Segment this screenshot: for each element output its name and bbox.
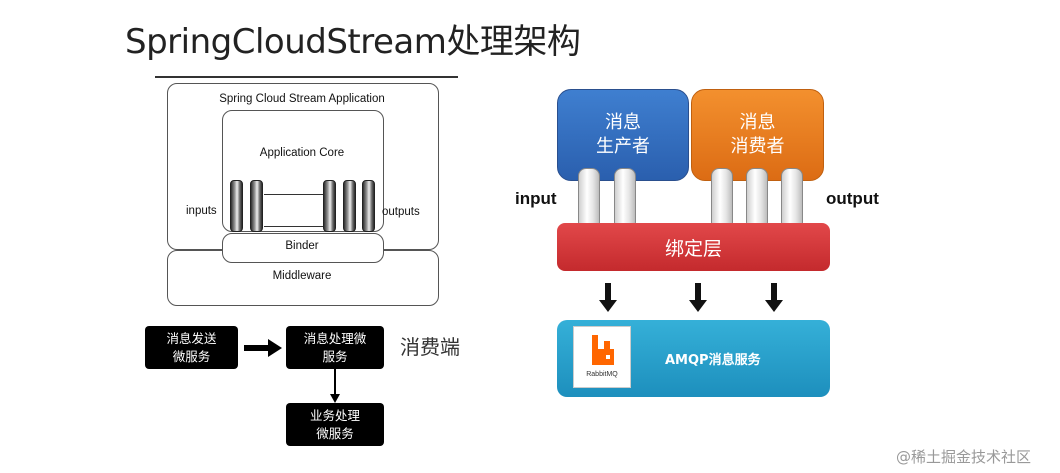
output-channel-cylinder	[343, 180, 356, 232]
pipe-line-top	[264, 194, 324, 195]
input-channel-cylinder	[250, 180, 263, 232]
right-arrow-icon	[244, 339, 282, 357]
consumer-line1: 消息	[739, 112, 776, 133]
input-channel-cylinder	[230, 180, 243, 232]
send-line2: 微服务	[172, 348, 211, 364]
rabbitmq-logo-text: RabbitMQ	[586, 371, 618, 378]
rabbitmq-logo	[573, 326, 631, 388]
producer-line1: 消息	[605, 112, 641, 133]
process-line2: 服务	[322, 348, 348, 364]
output-label: output	[826, 189, 879, 208]
binder-label: Binder	[285, 240, 319, 252]
amqp-service-label: AMQP消息服务	[665, 353, 761, 368]
watermark: @稀土掘金技术社区	[896, 448, 1032, 466]
producer-box: 消息 生产者	[557, 89, 689, 181]
binder-box	[222, 233, 384, 263]
application-core-label: Application Core	[259, 147, 345, 159]
middleware-label: Middleware	[272, 270, 332, 282]
inputs-label: inputs	[186, 205, 217, 217]
application-label: Spring Cloud Stream Application	[219, 93, 385, 105]
process-microservice-box: 消息处理微 服务	[286, 326, 384, 369]
down-arrow-icon	[599, 283, 617, 312]
consumer-end-label: 消费端	[400, 335, 460, 359]
binding-layer-box: 绑定层	[557, 223, 830, 271]
rabbitmq-icon	[592, 335, 614, 365]
pipe-line-bottom	[264, 226, 324, 227]
input-channel-cylinder	[578, 168, 600, 230]
application-core-box	[222, 110, 384, 232]
business-microservice-box: 业务处理 微服务	[286, 403, 384, 446]
page-title: SpringCloudStream处理架构	[125, 22, 581, 62]
producer-line2: 生产者	[596, 136, 650, 157]
consumer-line2: 消费者	[730, 136, 785, 157]
outputs-label: outputs	[382, 206, 420, 218]
output-channel-cylinder	[323, 180, 336, 232]
title-underline	[155, 76, 458, 78]
send-microservice-box: 消息发送 微服务	[145, 326, 238, 369]
output-channel-cylinder	[746, 168, 768, 230]
process-line1: 消息处理微	[303, 330, 367, 346]
down-arrow-icon	[765, 283, 783, 312]
output-channel-cylinder	[711, 168, 733, 230]
input-label: input	[515, 189, 557, 208]
output-channel-cylinder	[362, 180, 375, 232]
send-line1: 消息发送	[166, 330, 217, 346]
input-channel-cylinder	[614, 168, 636, 230]
output-channel-cylinder	[781, 168, 803, 230]
down-arrow-icon	[689, 283, 707, 312]
down-arrow-icon	[330, 369, 340, 403]
business-line1: 业务处理	[309, 407, 360, 423]
business-line2: 微服务	[316, 425, 354, 441]
